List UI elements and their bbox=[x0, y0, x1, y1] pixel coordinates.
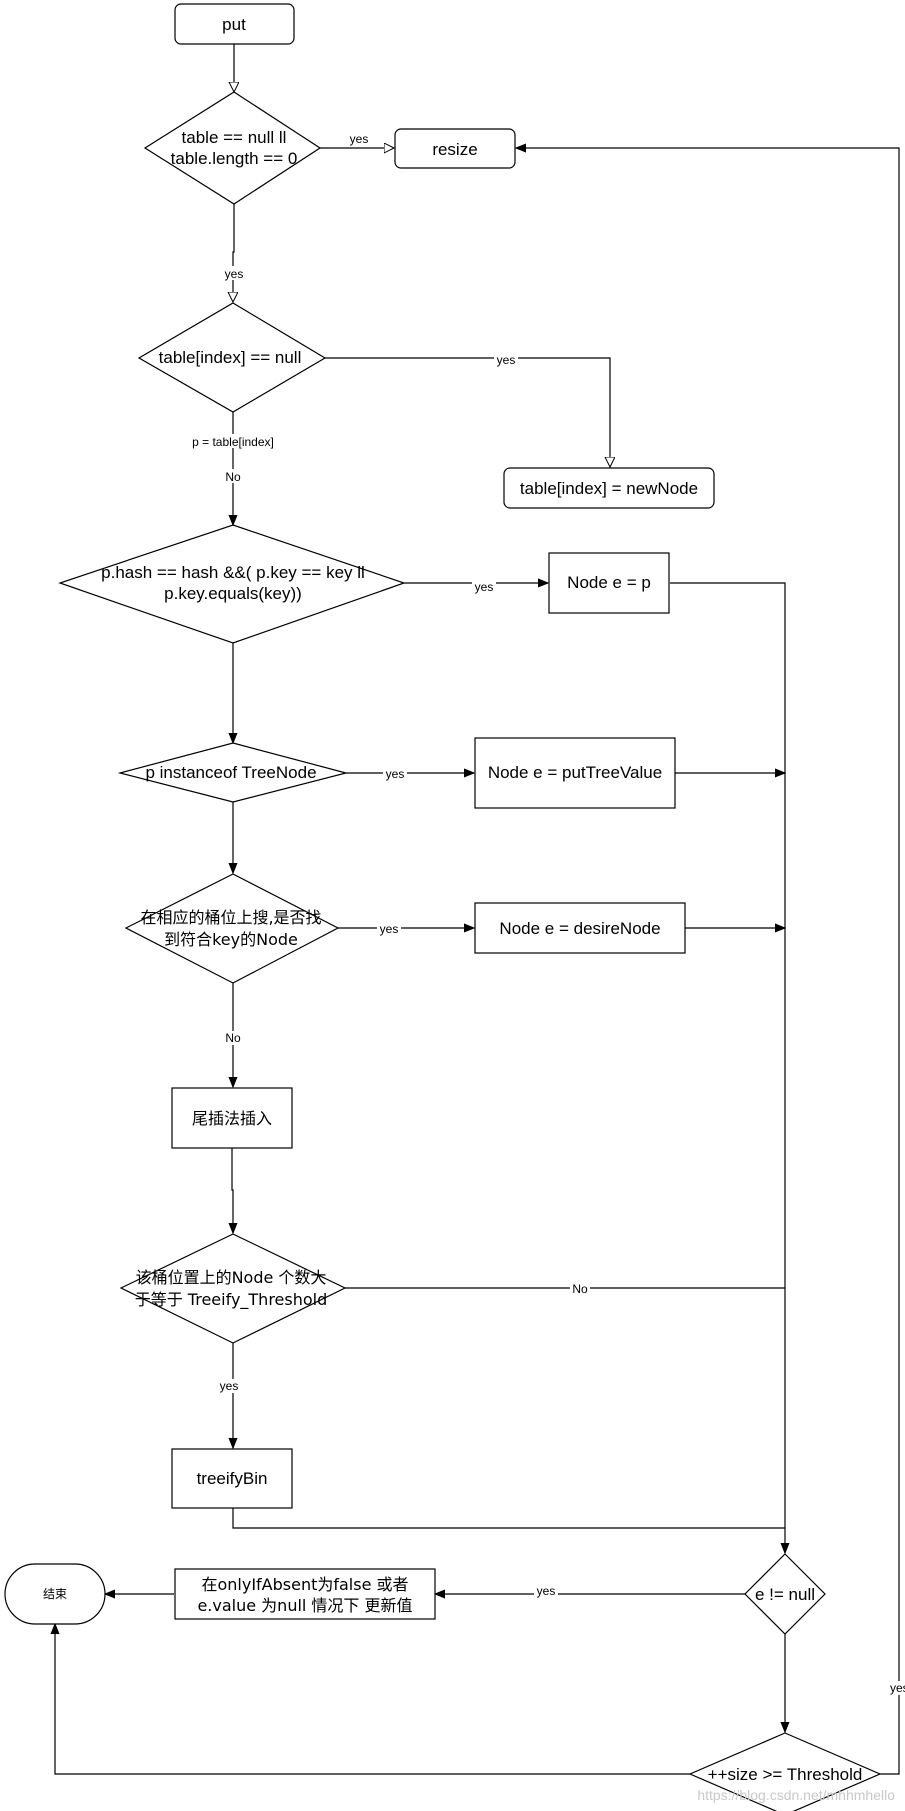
edge-tail-to-count-check bbox=[232, 1148, 233, 1233]
label-index-no: No bbox=[225, 470, 241, 484]
node-e-not-null-check-text: e != null bbox=[755, 1585, 815, 1604]
edge-size-to-resize bbox=[516, 148, 900, 1775]
node-index-check-text: table[index] == null bbox=[159, 348, 302, 367]
node-end-text: 结束 bbox=[43, 1587, 67, 1601]
node-table-check bbox=[143, 91, 322, 205]
node-table-check-line2: table.length == 0 bbox=[171, 149, 298, 168]
node-desire-node-text: Node e = desireNode bbox=[499, 919, 660, 938]
edge-treeifybin-to-trunk bbox=[232, 1508, 785, 1529]
node-put-tree-value bbox=[474, 737, 676, 809]
node-search-bucket-line2: 到符合key的Node bbox=[164, 930, 298, 949]
node-update-value-line2: e.value 为null 情况下 更新值 bbox=[197, 1596, 412, 1615]
node-update-value-line1: 在onlyIfAbsent为false 或者 bbox=[201, 1575, 408, 1594]
node-new-node bbox=[503, 467, 715, 509]
node-treeify-bin bbox=[171, 1448, 293, 1509]
node-put bbox=[174, 3, 295, 45]
node-put-tree-value-text: Node e = putTreeValue bbox=[488, 763, 662, 782]
label-index-assign: p = table[index] bbox=[192, 435, 274, 449]
node-resize-text: resize bbox=[432, 140, 477, 159]
label-search-yes: yes bbox=[380, 922, 399, 936]
node-size-check bbox=[688, 1732, 882, 1811]
label-hash-yes: yes bbox=[475, 580, 494, 594]
node-tail-insert-text: 尾插法插入 bbox=[192, 1109, 272, 1128]
node-count-check bbox=[119, 1233, 347, 1344]
label-search-no: No bbox=[225, 1031, 241, 1045]
edge-node-e-p-to-trunk bbox=[670, 582, 785, 1553]
edge-table-to-index-check bbox=[233, 204, 234, 302]
node-e-equals-p bbox=[548, 552, 670, 614]
node-hash-check bbox=[58, 524, 406, 644]
label-e-null-yes: yes bbox=[537, 1584, 556, 1598]
node-new-node-text: table[index] = newNode bbox=[520, 479, 698, 498]
node-count-check-line1: 该桶位置上的Node 个数大 bbox=[136, 1268, 327, 1287]
node-end bbox=[4, 1563, 106, 1625]
label-size-yes: yes bbox=[890, 1681, 905, 1695]
node-desire-node bbox=[474, 902, 686, 954]
node-hash-check-line2: p.key.equals(key)) bbox=[164, 584, 302, 603]
label-index-yes: yes bbox=[497, 353, 516, 367]
node-index-check bbox=[137, 302, 327, 413]
node-tail-insert bbox=[171, 1087, 293, 1149]
label-table-yes-resize: yes bbox=[350, 132, 369, 146]
node-size-check-text: ++size >= Threshold bbox=[708, 1765, 863, 1784]
node-e-equals-p-text: Node e = p bbox=[567, 573, 651, 592]
label-tree-yes: yes bbox=[386, 767, 405, 781]
node-hash-check-line1: p.hash == hash &&( p.key == key ll bbox=[101, 563, 365, 582]
node-count-check-line2: 于等于 Treeify_Threshold bbox=[135, 1290, 328, 1310]
watermark: https://blog.csdn.net/mhhmhello bbox=[697, 1787, 895, 1803]
edge-size-to-end bbox=[55, 1624, 690, 1775]
node-treeify-bin-text: treeifyBin bbox=[197, 1469, 268, 1488]
label-count-yes: yes bbox=[220, 1379, 239, 1393]
node-search-bucket bbox=[124, 873, 340, 984]
node-update-value bbox=[174, 1568, 436, 1620]
label-table-yes-down: yes bbox=[225, 267, 244, 281]
node-table-check-line1: table == null ll bbox=[182, 128, 287, 147]
node-search-bucket-line1: 在相应的桶位上搜,是否找 bbox=[140, 908, 321, 927]
node-resize bbox=[394, 128, 516, 169]
node-put-text: put bbox=[222, 15, 246, 34]
label-count-no: No bbox=[572, 1282, 588, 1296]
node-tree-check bbox=[117, 742, 349, 803]
edge-index-to-newnode bbox=[325, 357, 610, 467]
node-tree-check-text: p instanceof TreeNode bbox=[145, 763, 316, 782]
node-e-not-null-check bbox=[744, 1553, 826, 1635]
